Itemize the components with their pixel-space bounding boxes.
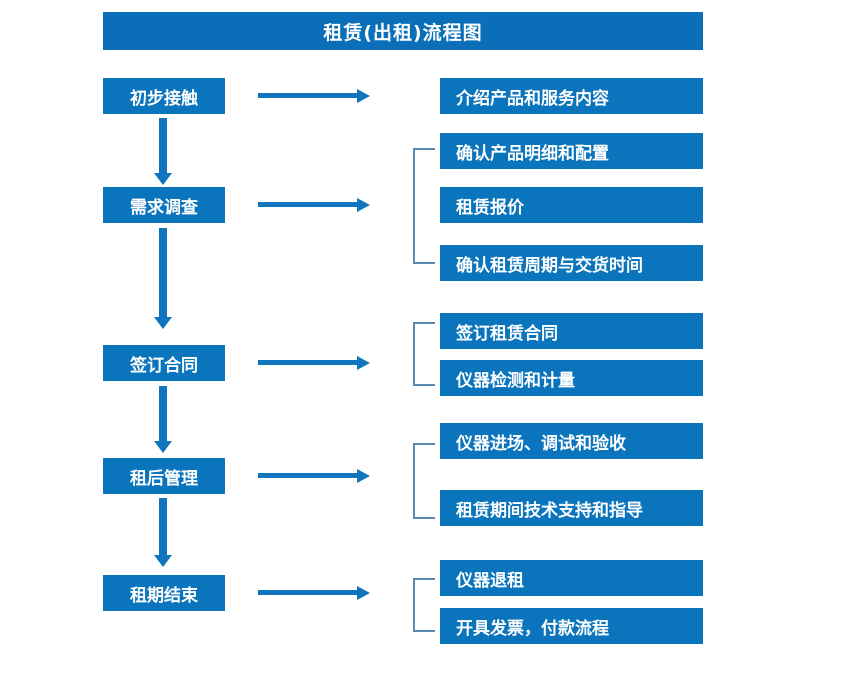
detail-node-1-1[interactable]: 介绍产品和服务内容 [440, 78, 703, 114]
stage-node-5[interactable]: 租期结束 [103, 575, 225, 611]
detail-node-5-2[interactable]: 开具发票，付款流程 [440, 608, 703, 644]
detail-node-5-1[interactable]: 仪器退租 [440, 560, 703, 596]
detail-node-2-1[interactable]: 确认产品明细和配置 [440, 133, 703, 169]
stage-node-4[interactable]: 租后管理 [103, 458, 225, 494]
right-arrow-icon-4 [258, 473, 358, 478]
stage-node-3[interactable]: 签订合同 [103, 345, 225, 381]
right-arrow-icon-2 [258, 202, 358, 207]
down-arrow-icon-2 [159, 228, 167, 318]
right-arrow-icon-5 [258, 590, 358, 595]
square-bracket-icon-5 [413, 578, 435, 632]
stage-node-1[interactable]: 初步接触 [103, 78, 225, 114]
square-bracket-icon-2 [413, 148, 435, 264]
detail-node-3-2[interactable]: 仪器检测和计量 [440, 360, 703, 396]
stage-node-2[interactable]: 需求调查 [103, 187, 225, 223]
right-arrow-icon-1 [258, 93, 358, 98]
detail-node-2-3[interactable]: 确认租赁周期与交货时间 [440, 245, 703, 281]
right-arrow-icon-3 [258, 360, 358, 365]
square-bracket-icon-4 [413, 443, 435, 519]
square-bracket-icon-3 [413, 322, 435, 386]
detail-node-4-2[interactable]: 租赁期间技术支持和指导 [440, 490, 703, 526]
page-title: 租赁(出租)流程图 [103, 12, 703, 50]
detail-node-4-1[interactable]: 仪器进场、调试和验收 [440, 423, 703, 459]
down-arrow-icon-3 [159, 386, 167, 442]
down-arrow-icon-4 [159, 498, 167, 556]
down-arrow-icon-1 [159, 118, 167, 174]
detail-node-3-1[interactable]: 签订租赁合同 [440, 313, 703, 349]
detail-node-2-2[interactable]: 租赁报价 [440, 187, 703, 223]
